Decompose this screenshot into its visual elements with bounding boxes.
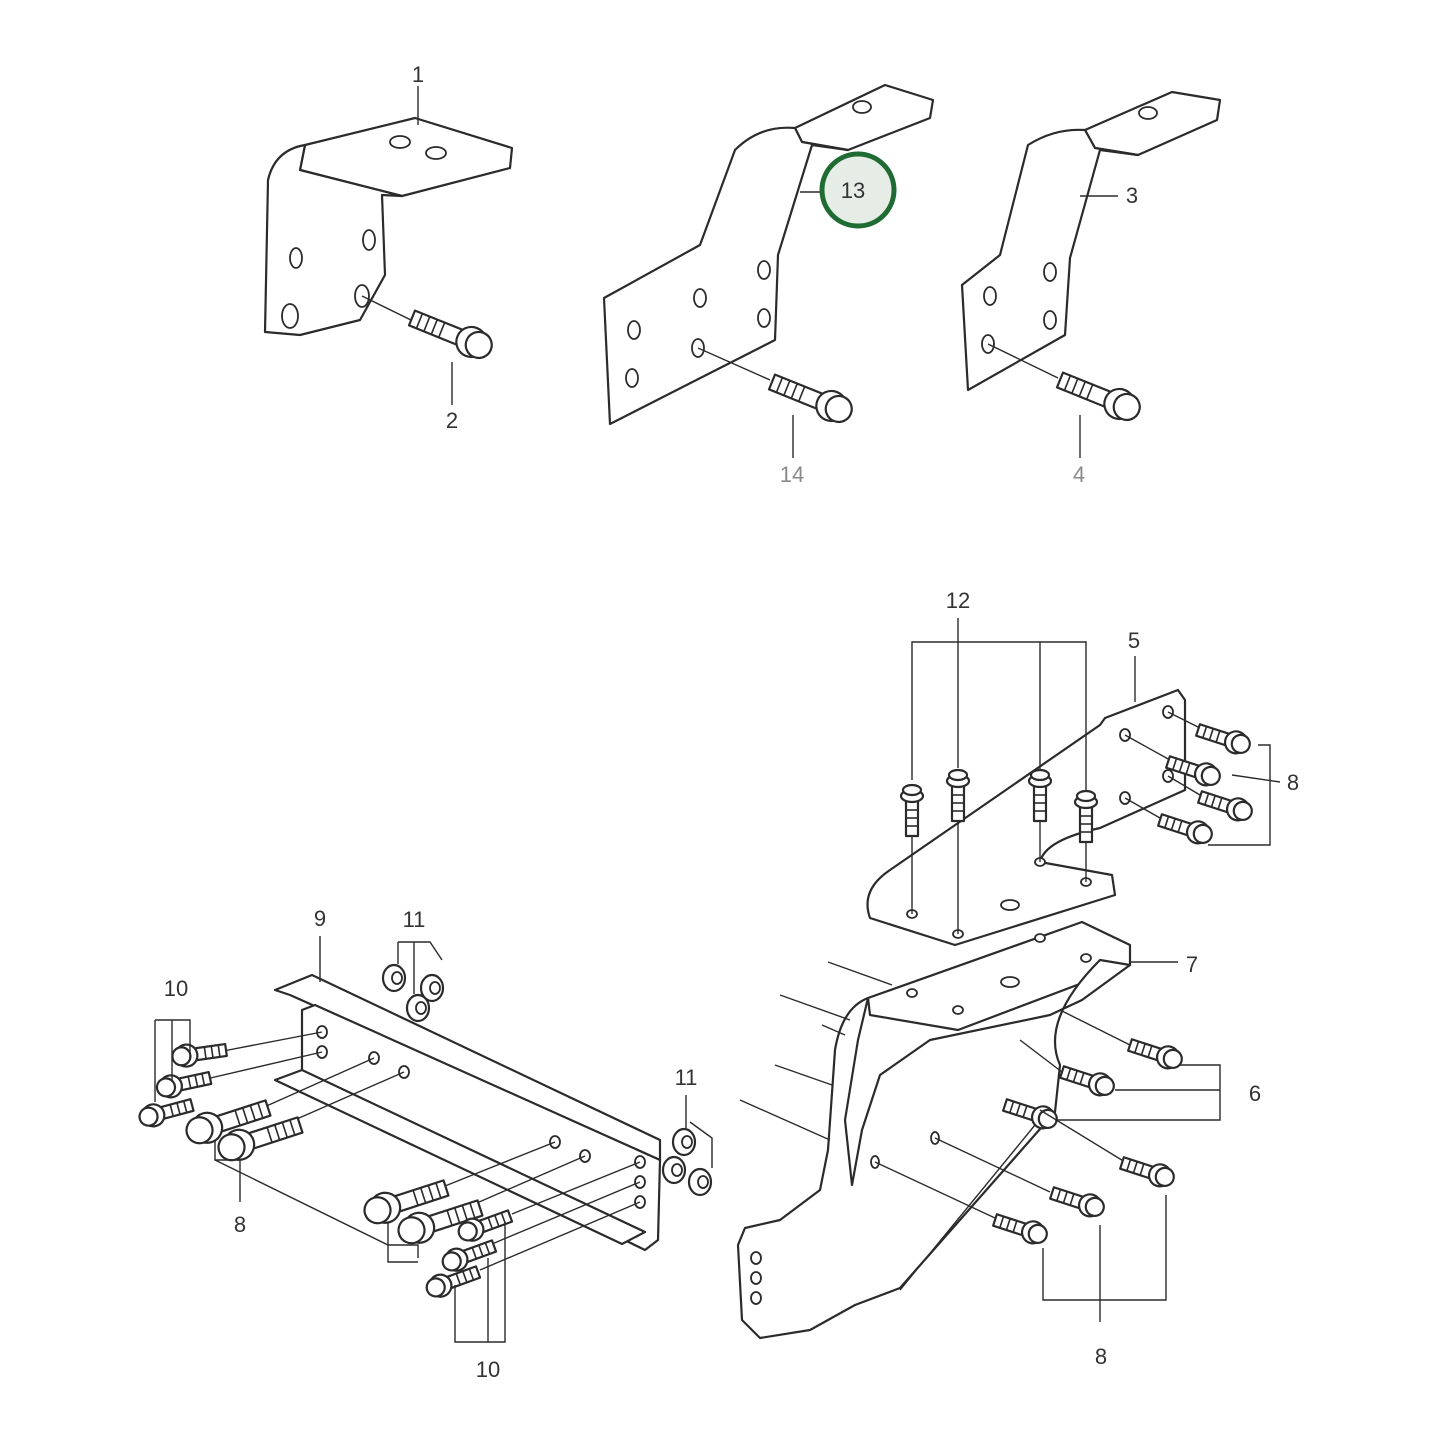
label-12: 12 <box>946 588 970 613</box>
label-14: 14 <box>780 462 804 487</box>
channel-part-9 <box>273 936 662 1252</box>
label-2: 2 <box>446 408 458 433</box>
frame-lines <box>739 961 893 1141</box>
label-4: 4 <box>1073 462 1085 487</box>
label-8-lower-right: 8 <box>1095 1344 1107 1369</box>
label-5: 5 <box>1128 628 1140 653</box>
label-8-left: 8 <box>234 1212 246 1237</box>
bolt-group-part-8-middle <box>359 1141 586 1263</box>
bolt-group-part-8-upper-right <box>1124 711 1281 849</box>
label-11-right: 11 <box>675 1065 698 1090</box>
label-6: 6 <box>1249 1081 1261 1106</box>
bracket-part-7 <box>736 920 1178 1340</box>
label-3: 3 <box>1126 183 1138 208</box>
label-10-left: 10 <box>164 976 188 1001</box>
bracket-part-1 <box>263 86 514 337</box>
bolt-group-part-8-left <box>181 1057 419 1258</box>
bracket-part-3 <box>960 90 1222 392</box>
label-9: 9 <box>314 906 326 931</box>
bolt-part-2 <box>361 295 498 405</box>
label-7: 7 <box>1186 952 1198 977</box>
bolt-part-14 <box>697 347 858 458</box>
nut-group-part-11-right <box>661 1095 713 1197</box>
label-8-upper-right: 8 <box>1287 770 1299 795</box>
bolt-group-part-10-right <box>422 1161 641 1343</box>
bolt-part-4 <box>987 343 1146 458</box>
bracket-part-13 <box>602 83 935 426</box>
bolt-group-part-10-left <box>135 1019 323 1131</box>
bolt-group-part-6 <box>1000 1009 1221 1134</box>
nut-group-part-11-top <box>381 941 445 1023</box>
highlight-ring-13[interactable] <box>819 151 897 229</box>
bracket-part-5 <box>866 656 1187 947</box>
label-13[interactable]: 13 <box>841 178 865 203</box>
bolt-group-part-12 <box>899 618 1099 934</box>
label-1: 1 <box>412 62 424 87</box>
label-10-right: 10 <box>476 1357 500 1382</box>
label-11-top: 11 <box>403 907 426 932</box>
bolt-group-part-8-lower-right <box>874 1109 1178 1322</box>
